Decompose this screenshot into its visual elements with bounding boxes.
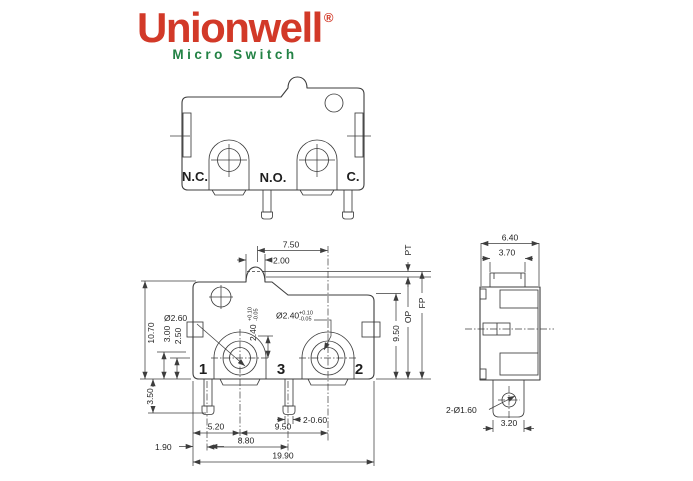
side-hole-leader (488, 395, 516, 410)
front-right-terminal-boss (296, 139, 338, 196)
hole-right-tol-plus: +0.10 (299, 311, 313, 317)
dim-9-50-right-label: 9.50 (391, 325, 401, 342)
hole-right-tol-minus: -0.05 (299, 317, 312, 323)
dim-3-20-label: 3.20 (501, 418, 518, 428)
slot-tol-plus: +0.10 (248, 307, 254, 321)
dim-terminal-pins (201, 378, 296, 415)
dim-2-0-60-label: 2-0.60 (303, 415, 327, 425)
side-extension-lines (480, 243, 540, 432)
front-left-terminal-boss (208, 139, 250, 196)
terminal-label-nc: N.C. (182, 169, 208, 184)
dim-3-00-label: 3.00 (162, 325, 172, 342)
hole-right-dia-label: Ø2.40 +0.10 -0.05 (276, 302, 317, 323)
front-view-drawing: N.C. N.O. C. (170, 76, 371, 220)
dim-fp-label: FP (417, 297, 427, 308)
switch-body-outline (181, 76, 365, 191)
slot-dim-label: 2.40 +0.10 -0.05 (239, 303, 261, 341)
hole-left-leader (196, 323, 246, 367)
dim-2-50-label: 2.50 (173, 327, 183, 344)
dim-7-50-label: 7.50 (283, 240, 300, 250)
slot-value: 2.40 (248, 324, 258, 341)
side-hole-dia-label: 2-Ø1.60 (446, 405, 477, 415)
terminal-number-1: 1 (199, 361, 207, 378)
side-terminal (492, 380, 525, 424)
front-terminal-pins (261, 189, 354, 220)
side-view-drawing: 6.40 3.70 3.20 2-Ø1.60 (446, 233, 554, 432)
front-side-clips (170, 112, 371, 158)
terminal-number-3: 3 (277, 361, 285, 378)
dim-19-90-label: 19.90 (272, 451, 294, 461)
dim-9-50-bottom-label: 9.50 (275, 422, 292, 432)
dim-op-label: OP (403, 311, 413, 324)
hole-left-dia-label: Ø2.60 (164, 313, 187, 323)
brand-name: Unionwell (137, 4, 323, 51)
dim-side-clips (186, 321, 381, 338)
dimension-view-drawing: 7.50 2.00 10.70 3.00 2.50 3.50 1.90 5.20… (140, 240, 431, 466)
terminal-label-no: N.O. (260, 170, 287, 185)
dim-2-00-label: 2.00 (273, 256, 290, 266)
dim-10-70-label: 10.70 (146, 322, 156, 344)
registered-trademark-icon: ® (323, 10, 334, 25)
front-top-hole (324, 93, 344, 113)
brand-name-line: Unionwell® (137, 4, 337, 52)
side-dimension-lines (480, 240, 540, 432)
dim-top-hole (209, 285, 233, 309)
dim-8-80-label: 8.80 (238, 436, 255, 446)
hole-right-leader (314, 319, 332, 351)
side-body-details (465, 288, 554, 380)
dim-pt-label: PT (403, 245, 413, 256)
terminal-number-2: 2 (355, 361, 363, 378)
dim-3-70-label: 3.70 (499, 248, 516, 258)
terminal-label-c: C. (347, 169, 360, 184)
hole-right-value: Ø2.40 (276, 311, 299, 321)
dim-6-40-label: 6.40 (502, 233, 519, 243)
svg-text:2.40 +0.10: 2.40 +0.10 -0.05 (239, 303, 261, 341)
dim-1-90-label: 1.90 (155, 442, 172, 452)
slot-tol-minus: -0.05 (254, 308, 260, 321)
brand-tagline: Micro Switch (172, 47, 298, 63)
dim-5-20-label: 5.20 (208, 422, 225, 432)
brand-logo: Unionwell® Micro Switch (137, 4, 337, 62)
side-plunger (489, 272, 526, 288)
dimension-lines (142, 247, 425, 465)
dim-3-50-label: 3.50 (145, 388, 155, 405)
dim-body-outline (192, 266, 375, 380)
